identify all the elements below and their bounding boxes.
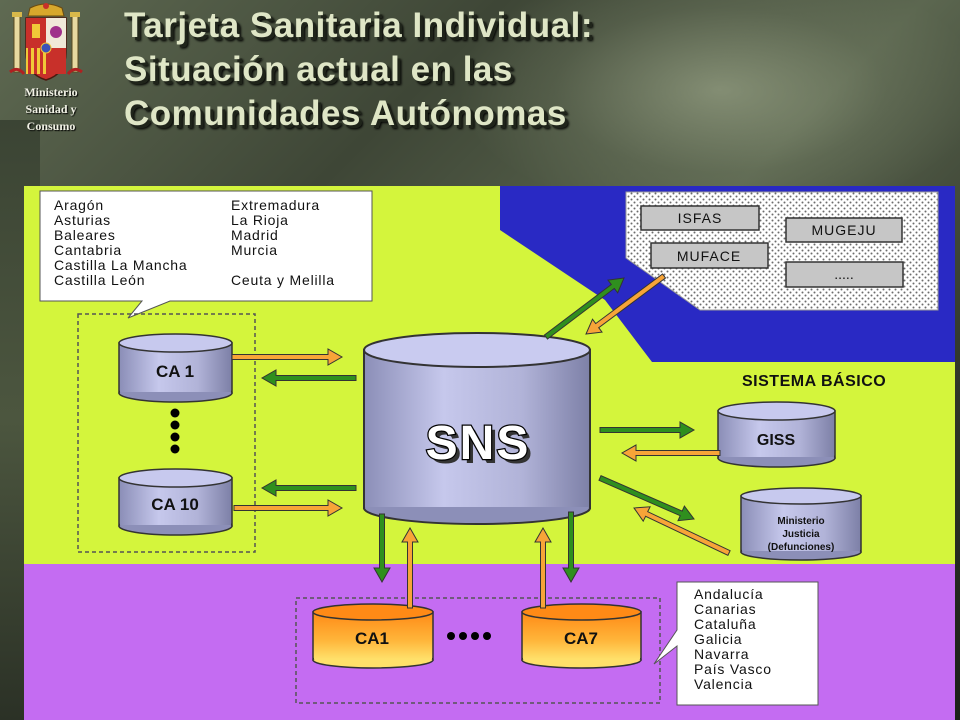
arrow-sns-to-ca7-bottom xyxy=(562,511,580,584)
isfas-box[interactable]: ISFAS xyxy=(640,205,760,231)
top-ca-right-2: La Rioja xyxy=(231,212,289,228)
top-ca-left-3: Baleares xyxy=(54,227,116,243)
top-ca-left-1: Aragón xyxy=(54,197,104,213)
arrow-ca1-bottom-to-sns xyxy=(401,526,419,609)
ca7-bottom-cylinder[interactable]: CA7 xyxy=(521,603,642,669)
ministry-label: Ministerio Sanidad y Consumo xyxy=(8,84,94,135)
justice-line-2: Justicia xyxy=(782,529,820,540)
giss-label: GISS xyxy=(757,432,796,449)
ca-ellipsis-dots xyxy=(170,408,180,454)
bottom-ca-5: Navarra xyxy=(694,646,749,662)
top-ca-left-5: Castilla La Mancha xyxy=(54,257,187,273)
bottom-ca-7: Valencia xyxy=(694,676,753,692)
top-ca-left-2: Asturias xyxy=(54,212,111,228)
ca1-bottom-label: CA1 xyxy=(355,629,389,648)
sistema-basico-label: SISTEMA BÁSICO xyxy=(742,371,886,390)
mugeju-box[interactable]: MUGEJU xyxy=(785,217,903,243)
bottom-ca-callout xyxy=(653,581,819,706)
top-ca-group xyxy=(77,313,256,553)
top-ca-callout xyxy=(39,190,373,319)
muface-label: MUFACE xyxy=(677,248,741,264)
top-ca-left-4: Cantabria xyxy=(54,242,122,258)
bottom-ellipsis-dots xyxy=(447,632,491,640)
arrow-giss-to-sns xyxy=(620,444,721,462)
justice-line-3: (Defunciones) xyxy=(768,542,835,553)
top-ca-left-6: Castilla León xyxy=(54,272,145,288)
arrow-sns-to-justice xyxy=(598,475,695,522)
sns-cylinder[interactable]: SNS SNS xyxy=(363,332,591,525)
arrow-sns-to-ca10 xyxy=(260,479,357,497)
mugeju-label: MUGEJU xyxy=(811,222,876,238)
other-mutual-label: ..... xyxy=(834,266,853,282)
arrow-sns-to-mutuals xyxy=(543,277,625,340)
ca1-top-cylinder[interactable]: CA 1 xyxy=(118,333,233,403)
sns-label-shadow: SNS xyxy=(430,421,535,474)
isfas-label: ISFAS xyxy=(678,210,723,226)
ca7-bottom-label: CA7 xyxy=(564,629,598,648)
top-ca-right-4: Murcia xyxy=(231,242,278,258)
arrow-ca10-to-sns xyxy=(233,499,344,517)
arrow-ca7-bottom-to-sns xyxy=(534,526,552,609)
sns-label: SNS xyxy=(426,417,531,470)
top-ca-right-3: Madrid xyxy=(231,227,279,243)
muface-box[interactable]: MUFACE xyxy=(650,242,769,269)
other-mutual-box[interactable]: ..... xyxy=(785,261,904,288)
ministry-line-2: Sanidad y xyxy=(25,102,77,116)
ca10-top-label: CA 10 xyxy=(151,495,199,514)
arrows-layer xyxy=(231,273,731,609)
ca1-top-label: CA 1 xyxy=(156,362,194,381)
bottom-ca-4: Galicia xyxy=(694,631,742,647)
giss-cylinder[interactable]: GISS xyxy=(717,401,836,468)
ministry-line-1: Ministerio xyxy=(24,85,78,99)
top-ca-right-1: Extremadura xyxy=(231,197,320,213)
title-line-3: Comunidades Autónomas xyxy=(124,94,567,133)
arrow-ca1-to-sns xyxy=(231,348,344,366)
arrow-sns-to-giss xyxy=(599,421,696,439)
background-glow xyxy=(460,0,960,220)
title-line-2: Situación actual en las xyxy=(124,50,513,89)
arrow-sns-to-ca1-bottom xyxy=(373,513,391,584)
justice-line-1: Ministerio xyxy=(777,516,824,527)
arrow-sns-to-ca1 xyxy=(260,369,357,387)
bottom-ca-6: País Vasco xyxy=(694,661,772,677)
page-title: Tarjeta Sanitaria Individual: Situación … xyxy=(124,4,593,136)
bottom-ca-2: Canarias xyxy=(694,601,756,617)
justice-cylinder[interactable]: Ministerio Justicia (Defunciones) xyxy=(740,487,862,561)
ministry-line-3: Consumo xyxy=(26,119,76,133)
ca1-bottom-cylinder[interactable]: CA1 xyxy=(312,603,434,669)
arrow-mutuals-to-sns xyxy=(585,273,667,335)
coat-of-arms-logo xyxy=(9,3,83,81)
bottom-ca-group xyxy=(295,597,661,704)
ca10-top-cylinder[interactable]: CA 10 xyxy=(118,468,233,536)
top-ca-right-6: Ceuta y Melilla xyxy=(231,272,335,288)
bottom-ca-3: Cataluña xyxy=(694,616,756,632)
bottom-ca-1: Andalucía xyxy=(694,586,763,602)
arrow-justice-to-sns xyxy=(633,506,731,556)
title-line-1: Tarjeta Sanitaria Individual: xyxy=(124,6,593,45)
